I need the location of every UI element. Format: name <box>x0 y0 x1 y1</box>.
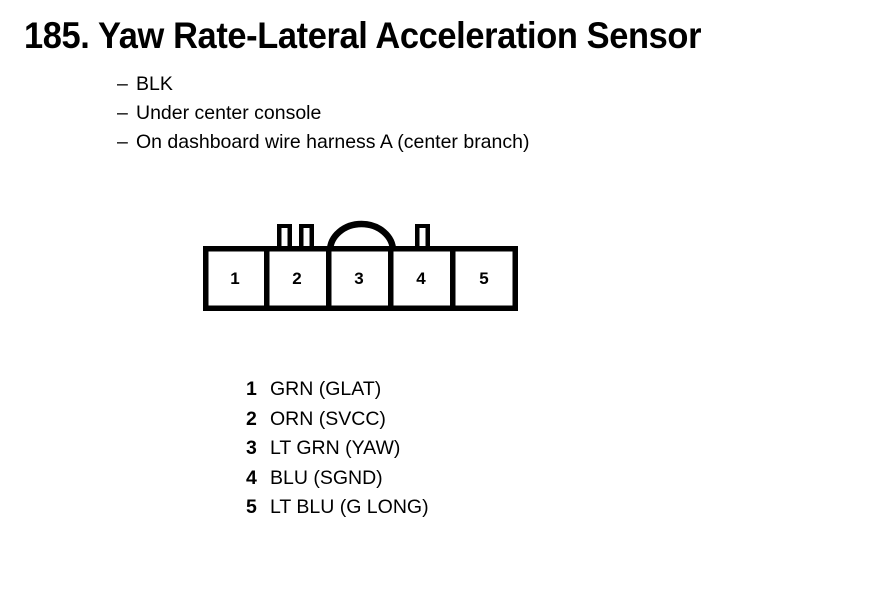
cavity-number-3: 3 <box>354 269 363 288</box>
locking-tab-slot <box>303 228 310 251</box>
list-item: 3 LT GRN (YAW) <box>246 434 429 464</box>
pin-number: 1 <box>246 378 257 400</box>
dash-icon: – <box>117 73 128 95</box>
locking-tab-slot <box>419 228 426 251</box>
cavity-number-1: 1 <box>230 269 239 288</box>
page-title: 185. Yaw Rate-Lateral Acceleration Senso… <box>24 15 702 56</box>
list-item: 1 GRN (GLAT) <box>246 375 429 405</box>
cavity-divider <box>326 251 332 306</box>
list-item: – On dashboard wire harness A (center br… <box>117 128 529 157</box>
dash-icon: – <box>117 131 128 153</box>
dash-icon: – <box>117 102 128 124</box>
locking-tab-slot <box>281 228 288 251</box>
cavity-number-2: 2 <box>292 269 301 288</box>
pin-number: 3 <box>246 437 257 459</box>
connector-body <box>203 246 518 311</box>
connector-diagram: 1 2 3 4 5 <box>203 219 518 311</box>
sensor-notes-list: – BLK – Under center console – On dashbo… <box>117 70 529 157</box>
pin-legend: 1 GRN (GLAT) 2 ORN (SVCC) 3 LT GRN (YAW)… <box>246 375 429 523</box>
pin-number: 4 <box>246 466 257 489</box>
list-item-label: Under center console <box>136 102 322 124</box>
cavity-divider <box>388 251 394 306</box>
pin-label: LT GRN (YAW) <box>270 437 401 459</box>
list-item: 4 BLU (SGND) <box>246 464 429 494</box>
list-item: 5 LT BLU (G LONG) <box>246 493 429 523</box>
pin-number: 2 <box>246 407 257 430</box>
list-item-label: BLK <box>136 73 173 95</box>
list-item: – Under center console <box>117 99 529 128</box>
pin-label: BLU (SGND) <box>270 466 383 489</box>
cavity-dividers <box>264 251 456 306</box>
list-item: 2 ORN (SVCC) <box>246 405 429 435</box>
cavity-number-5: 5 <box>479 269 488 288</box>
cavity-number-4: 4 <box>416 269 426 288</box>
pin-number: 5 <box>246 496 257 518</box>
locking-tab-group-right <box>415 224 430 251</box>
pin-label: ORN (SVCC) <box>270 407 386 430</box>
connector-svg: 1 2 3 4 5 <box>203 220 518 311</box>
locking-tab-group-left <box>277 224 314 251</box>
pin-label: LT BLU (G LONG) <box>270 496 429 518</box>
list-item-label: On dashboard wire harness A (center bran… <box>136 131 530 153</box>
cavity-divider <box>264 251 270 306</box>
pin-label: GRN (GLAT) <box>270 378 382 400</box>
latch-arch-icon <box>326 220 397 252</box>
list-item: – BLK <box>117 70 529 99</box>
cavity-divider <box>450 251 456 306</box>
